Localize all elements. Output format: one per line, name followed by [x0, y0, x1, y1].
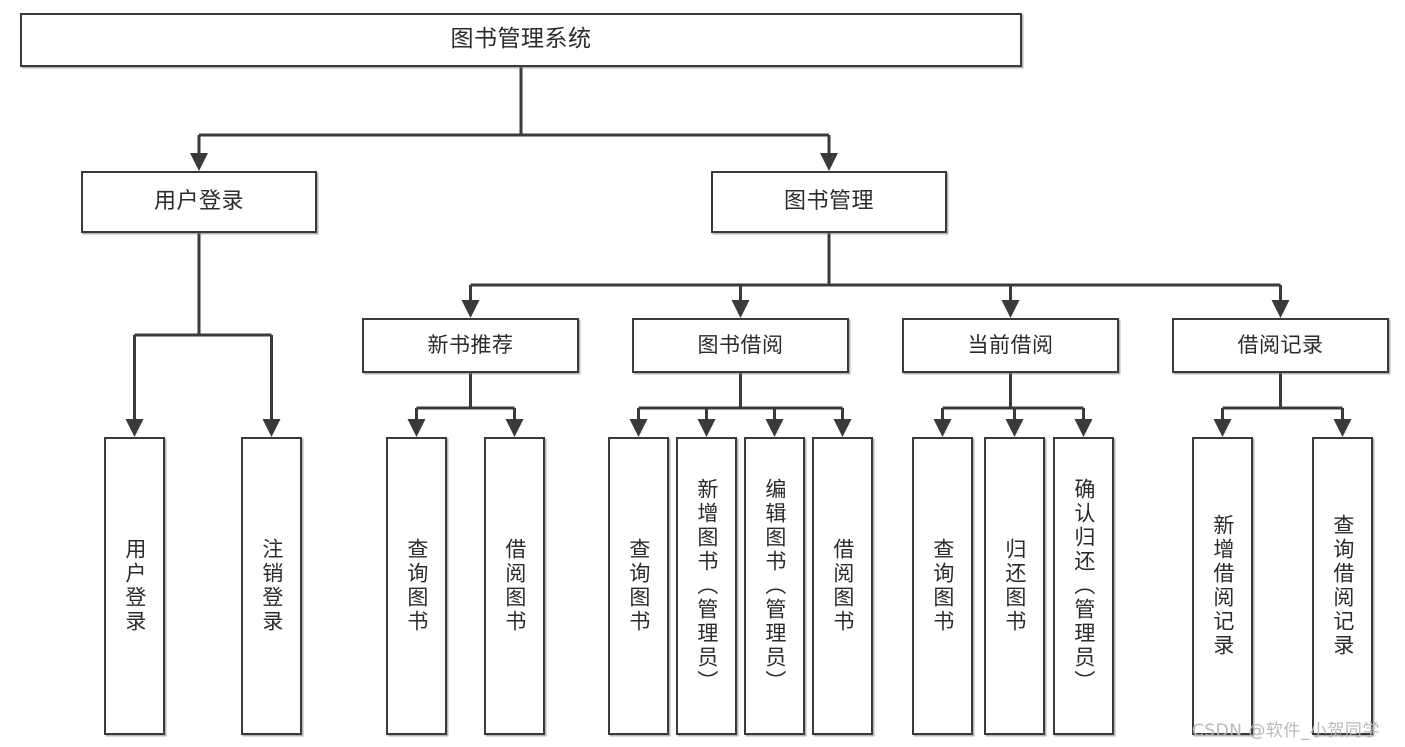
node-label: 查询图书 [404, 538, 429, 634]
connector-arrowhead [1005, 419, 1024, 437]
node-label: 查询图书 [626, 538, 651, 634]
node-label: 新增借阅记录 [1210, 514, 1235, 658]
node-l2_3[interactable]: 借阅记录 [1172, 318, 1389, 373]
node-root[interactable]: 图书管理系统 [20, 13, 1022, 67]
node-label: 图书借阅 [697, 333, 784, 358]
node-leaf_6[interactable]: 编辑图书（管理员） [744, 437, 805, 735]
node-leaf_3[interactable]: 借阅图书 [484, 437, 545, 735]
node-leaf_2[interactable]: 查询图书 [386, 437, 447, 735]
node-label: 归还图书 [1002, 538, 1027, 634]
node-leaf_8[interactable]: 查询图书 [912, 437, 973, 735]
csdn-watermark: CSDN @软件_小贺同学 [1192, 721, 1380, 741]
connector-arrowhead [1074, 419, 1093, 437]
node-leaf_0[interactable]: 用户登录 [104, 437, 165, 735]
node-label: 注销登录 [259, 538, 284, 634]
node-leaf_9[interactable]: 归还图书 [984, 437, 1045, 735]
node-leaf_7[interactable]: 借阅图书 [812, 437, 873, 735]
connector-arrowhead [1271, 300, 1290, 318]
node-l2_1[interactable]: 图书借阅 [632, 318, 849, 373]
node-leaf_10[interactable]: 确认归还（管理员） [1053, 437, 1114, 735]
node-label: 新增图书（管理员） [694, 478, 719, 694]
connector-arrowhead [629, 419, 648, 437]
node-leaf_11[interactable]: 新增借阅记录 [1192, 437, 1253, 735]
node-label: 查询借阅记录 [1330, 514, 1355, 658]
node-leaf_12[interactable]: 查询借阅记录 [1312, 437, 1373, 735]
connector-arrowhead [833, 419, 852, 437]
node-label: 借阅图书 [502, 538, 527, 634]
connector-arrowhead [697, 419, 716, 437]
connector-arrowhead [765, 419, 784, 437]
node-l2_0[interactable]: 新书推荐 [362, 318, 579, 373]
node-l1_0[interactable]: 用户登录 [81, 171, 317, 233]
node-label: 确认归还（管理员） [1071, 478, 1096, 694]
node-label: 当前借阅 [967, 333, 1054, 358]
node-label: 用户登录 [122, 538, 147, 634]
connector-arrowhead [125, 419, 144, 437]
connector-arrowhead [1001, 300, 1020, 318]
node-label: 新书推荐 [427, 333, 514, 358]
connector-arrowhead [505, 419, 524, 437]
connector-arrowhead [820, 153, 838, 171]
connector-arrowhead [262, 419, 281, 437]
connector-arrowhead [407, 419, 426, 437]
node-label: 编辑图书（管理员） [762, 478, 787, 694]
node-label: 查询图书 [930, 538, 955, 634]
connector-arrowhead [933, 419, 952, 437]
node-label: 图书管理系统 [450, 26, 592, 53]
node-label: 图书管理 [783, 189, 874, 215]
node-leaf_5[interactable]: 新增图书（管理员） [676, 437, 737, 735]
node-leaf_4[interactable]: 查询图书 [608, 437, 669, 735]
node-l2_2[interactable]: 当前借阅 [902, 318, 1119, 373]
connector-arrowhead [1213, 419, 1232, 437]
node-leaf_1[interactable]: 注销登录 [241, 437, 302, 735]
node-label: 借阅记录 [1237, 333, 1324, 358]
connector-arrowhead [731, 300, 750, 318]
node-l1_1[interactable]: 图书管理 [711, 171, 947, 233]
node-label: 借阅图书 [830, 538, 855, 634]
node-label: 用户登录 [153, 189, 244, 215]
connector-arrowhead [461, 300, 480, 318]
connector-arrowhead [190, 153, 208, 171]
connector-arrowhead [1333, 419, 1352, 437]
